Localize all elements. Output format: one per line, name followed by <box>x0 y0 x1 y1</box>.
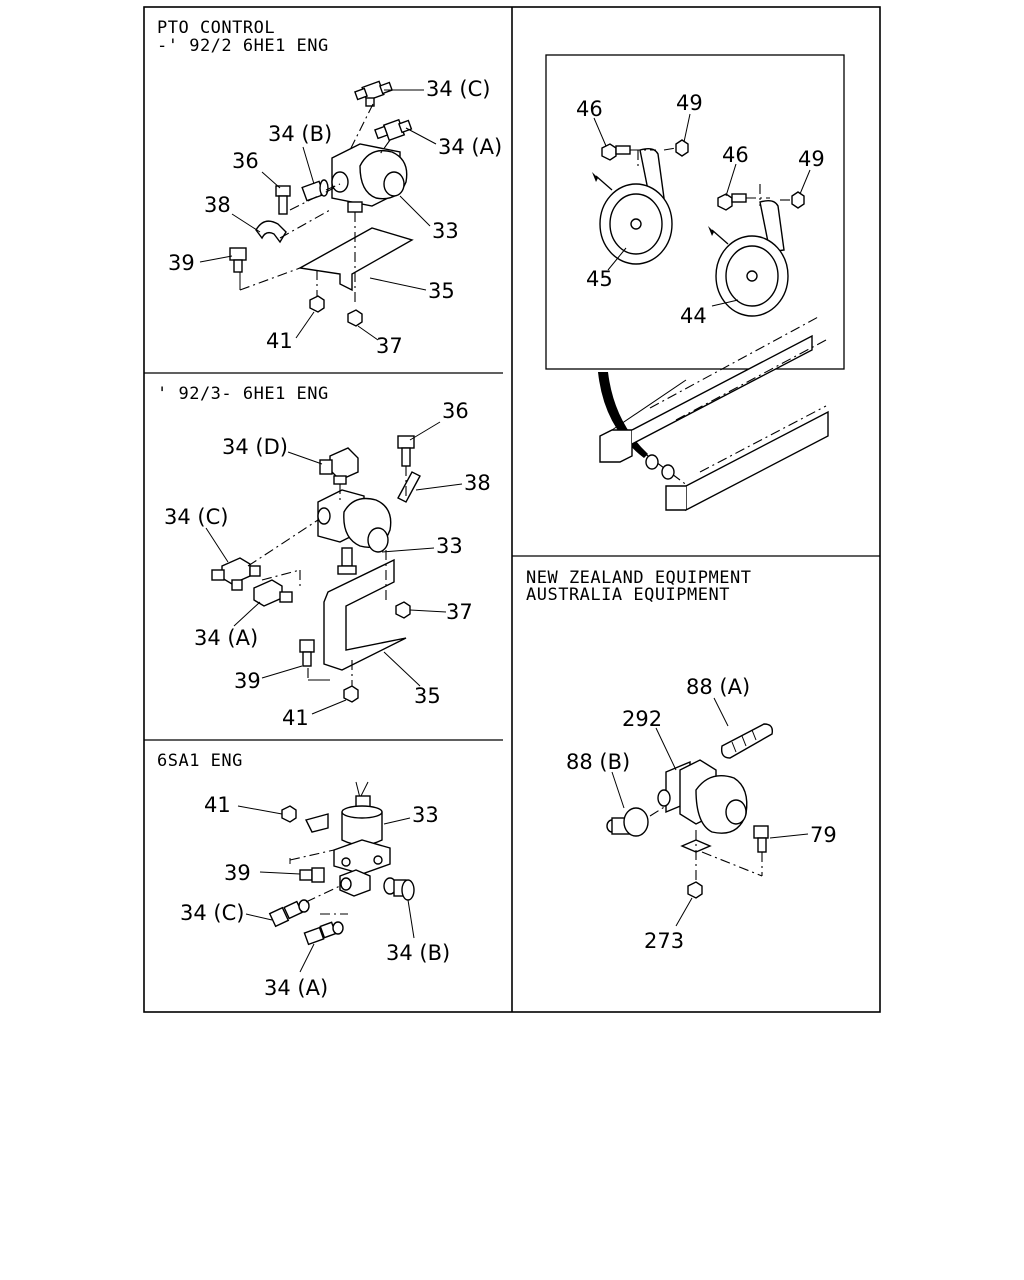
callout-35: 35 <box>414 684 441 708</box>
callout-34c: 34 (C) <box>164 505 228 529</box>
callout-34b: 34 (B) <box>386 941 450 965</box>
fitting-34c <box>268 899 310 928</box>
callout-46: 46 <box>576 97 603 121</box>
callout-33: 33 <box>432 219 459 243</box>
callout-88a: 88 (A) <box>686 675 750 699</box>
bracket-35 <box>297 227 414 292</box>
panel-header: NEW ZEALAND EQUIPMENT <box>526 568 751 588</box>
callout-34a: 34 (A) <box>438 135 502 159</box>
horn-44 <box>708 199 789 317</box>
callout-41: 41 <box>266 329 293 353</box>
nut-37 <box>395 601 411 619</box>
callout-37: 37 <box>446 600 473 624</box>
callout-41: 41 <box>282 706 309 730</box>
fitting-34a <box>303 921 344 946</box>
panel-nz-australia: NEW ZEALAND EQUIPMENT AUSTRALIA EQUIPMEN… <box>526 568 837 953</box>
diagram-frame <box>143 6 881 1013</box>
callout-88b: 88 (B) <box>566 750 630 774</box>
callout-35: 35 <box>428 279 455 303</box>
callout-45: 45 <box>586 267 613 291</box>
bracket-35 <box>323 558 407 671</box>
callout-41: 41 <box>204 793 231 817</box>
bolt-39 <box>229 247 247 273</box>
callout-34c: 34 (C) <box>426 77 490 101</box>
nut-41 <box>309 295 325 313</box>
panel-subheader: -' 92/2 6HE1 ENG <box>157 36 329 56</box>
callout-273: 273 <box>644 929 684 953</box>
horn-detail-box <box>545 54 845 370</box>
panel-header: ' 92/3- 6HE1 ENG <box>157 384 329 404</box>
fitting-34c <box>354 80 393 107</box>
callout-36: 36 <box>232 149 259 173</box>
callout-34b: 34 (B) <box>268 122 332 146</box>
bolt-36 <box>275 185 291 215</box>
bolt-36 <box>397 435 415 467</box>
fitting-34a <box>374 118 413 142</box>
callout-44: 44 <box>680 304 707 328</box>
horn-45 <box>592 147 673 265</box>
bolt-46 <box>717 193 747 211</box>
callout-292: 292 <box>622 707 662 731</box>
clamp-38 <box>255 220 287 244</box>
callout-34a: 34 (A) <box>194 626 258 650</box>
callout-33: 33 <box>436 534 463 558</box>
clamp-38 <box>397 471 421 503</box>
fitting-34d <box>319 447 359 485</box>
bolt-46 <box>601 143 631 161</box>
bolt-39 <box>299 639 315 667</box>
chassis-location-view <box>598 315 829 512</box>
callout-49: 49 <box>676 91 703 115</box>
callout-34c: 34 (C) <box>180 901 244 925</box>
panel-pto-early: PTO CONTROL -' 92/2 6HE1 ENG <box>157 18 502 358</box>
callout-39: 39 <box>234 669 261 693</box>
nut-41 <box>343 685 359 703</box>
bolt-39 <box>299 867 325 883</box>
callout-37: 37 <box>376 334 403 358</box>
fitting-88a <box>720 723 774 759</box>
panel-subheader: AUSTRALIA EQUIPMENT <box>526 585 730 605</box>
callout-38: 38 <box>464 471 491 495</box>
nut-37 <box>347 309 363 327</box>
callout-79: 79 <box>810 823 837 847</box>
panel-pto-late: ' 92/3- 6HE1 ENG <box>157 384 491 730</box>
callout-39: 39 <box>168 251 195 275</box>
nut-273 <box>687 881 703 899</box>
callout-33: 33 <box>412 803 439 827</box>
solenoid-valve-33 <box>331 143 408 213</box>
solenoid-valve-33 <box>304 781 391 897</box>
bolt-79 <box>753 825 769 853</box>
panel-header: PTO CONTROL <box>157 18 275 38</box>
callout-39: 39 <box>224 861 251 885</box>
callout-46: 46 <box>722 143 749 167</box>
callout-49: 49 <box>798 147 825 171</box>
panel-horns: 46 49 46 49 45 44 <box>545 54 845 512</box>
fitting-34a <box>253 579 293 607</box>
callout-36: 36 <box>442 399 469 423</box>
fitting-34b <box>383 877 415 901</box>
solenoid-valve-33 <box>317 489 392 575</box>
nut-41 <box>281 805 297 823</box>
callout-38: 38 <box>204 193 231 217</box>
callout-34a: 34 (A) <box>264 976 328 1000</box>
fitting-34c <box>211 557 261 591</box>
panel-header: 6SA1 ENG <box>157 751 243 771</box>
fitting-88b <box>606 807 649 837</box>
solenoid-valve-292 <box>657 759 748 834</box>
nut-49 <box>675 139 689 157</box>
nut-49 <box>791 191 805 209</box>
callout-34d: 34 (D) <box>222 435 288 459</box>
panel-6sa1: 6SA1 ENG <box>157 751 450 1000</box>
